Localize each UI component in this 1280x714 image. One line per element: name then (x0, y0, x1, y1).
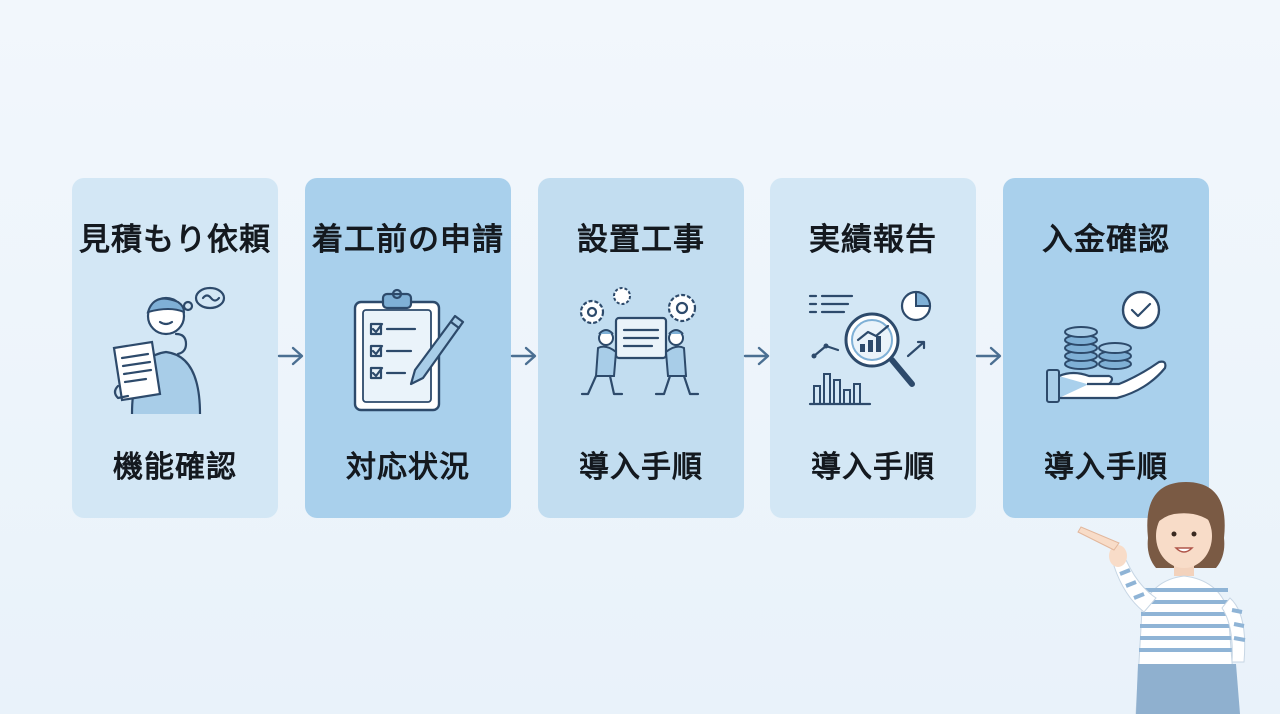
right-arrow-icon (277, 346, 304, 366)
person-thinking-document-icon (112, 286, 226, 415)
step-card-payment-confirmation: 入金確認 導入手順 (1003, 178, 1209, 518)
workers-installing-panel-gears-icon (579, 287, 700, 396)
step-title: 実績報告 (809, 222, 937, 258)
hand-coins-check-icon (1046, 290, 1167, 403)
step-subtitle: 導入手順 (1044, 450, 1168, 485)
woman-pointing-guide-icon (1077, 482, 1246, 714)
step-subtitle: 対応状況 (346, 450, 470, 485)
step-title: 着工前の申請 (312, 222, 504, 258)
step-title: 見積もり依頼 (79, 222, 271, 258)
step-subtitle: 導入手順 (811, 450, 935, 485)
right-arrow-icon (510, 346, 537, 366)
step-card-results-report: 実績報告 (770, 178, 976, 518)
clipboard-checklist-pen-icon (353, 288, 465, 412)
right-arrow-icon (743, 346, 770, 366)
step-subtitle: 導入手順 (579, 450, 703, 485)
magnifier-chart-report-icon (808, 290, 932, 406)
step-card-estimate-request: 見積もり依頼 機能確認 (72, 178, 278, 518)
step-subtitle: 機能確認 (113, 450, 237, 485)
step-card-pre-construction-application: 着工前の申請 対応状況 (305, 178, 511, 518)
step-title: 入金確認 (1042, 222, 1170, 258)
step-title: 設置工事 (577, 222, 705, 258)
right-arrow-icon (975, 346, 1002, 366)
step-card-installation-work: 設置工事 導入手順 (538, 178, 744, 518)
